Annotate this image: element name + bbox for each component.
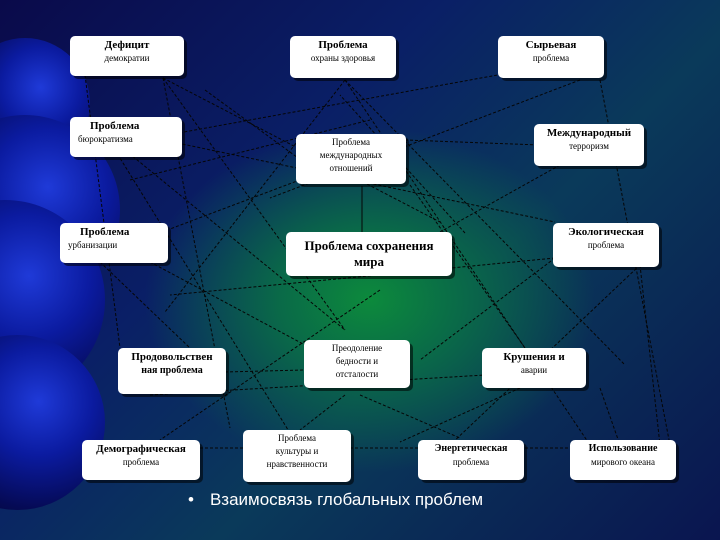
node-title: Проблема <box>278 433 316 443</box>
connector <box>169 177 306 230</box>
connector <box>164 79 346 313</box>
node-subtitle: терроризм <box>569 141 609 151</box>
connector <box>124 149 346 331</box>
node-title: Международный <box>546 127 632 139</box>
node-title: Дефицит <box>104 39 150 51</box>
connector <box>114 149 291 434</box>
caption-text: Взаимосвязь глобальных проблем <box>209 490 484 509</box>
connector <box>439 164 561 233</box>
slide-caption: • Взаимосвязь глобальных проблем <box>188 490 483 510</box>
node-bureaucracy: Проблема бюрократизма <box>70 117 182 157</box>
node-subtitle: отношений <box>329 163 373 173</box>
node-energy: Энергетическая проблема <box>418 440 524 480</box>
connector <box>359 394 461 439</box>
node-subtitle: демократии <box>104 53 150 63</box>
connector <box>84 74 121 349</box>
node-subtitle: проблема <box>532 53 570 63</box>
bullet-icon: • <box>188 490 194 509</box>
node-terrorism: Международный терроризм <box>534 124 644 166</box>
node-poverty: Преодоление бедности и отсталости <box>304 340 410 388</box>
node-health: Проблема охраны здоровья <box>290 36 396 78</box>
connector <box>599 387 621 446</box>
connector <box>169 257 556 296</box>
node-subtitle: проблема <box>452 457 490 467</box>
connector <box>162 77 346 331</box>
node-title: Проблема <box>90 120 140 132</box>
node-title: Проблема <box>80 226 130 238</box>
node-subtitle: отсталости <box>335 369 379 379</box>
connector <box>299 394 346 431</box>
node-international-relations: Проблема международных отношений <box>296 134 406 184</box>
connector <box>399 387 521 443</box>
node-subtitle: международных <box>319 150 383 160</box>
node-subtitle: проблема <box>587 240 625 250</box>
connector <box>419 257 556 361</box>
connector <box>149 261 306 346</box>
node-demography: Демографическая проблема <box>82 440 200 480</box>
node-subtitle: культуры и <box>275 446 319 456</box>
node-subtitle: бедности и <box>335 356 379 366</box>
connector <box>99 261 191 349</box>
node-urbanization: Проблема урбанизации <box>60 223 168 263</box>
node-title: Крушения и <box>503 351 565 363</box>
node-subtitle: нравственности <box>266 459 328 469</box>
node-culture: Проблема культуры и нравственности <box>243 430 351 482</box>
connector <box>339 94 466 234</box>
node-title: Энергетическая <box>434 443 508 454</box>
node-ecology: Экологическая проблема <box>553 223 659 267</box>
connector <box>404 139 541 146</box>
node-democracy-deficit: Дефицит демократии <box>70 36 184 76</box>
node-subtitle: ная проблема <box>141 365 203 376</box>
connector <box>639 264 661 446</box>
node-title: Проблема <box>332 137 370 147</box>
node-title: Проблема сохранения <box>304 238 434 253</box>
node-subtitle: мирового океана <box>591 457 655 467</box>
node-subtitle: проблема <box>122 457 160 467</box>
node-title: Преодоление <box>331 343 383 353</box>
node-title: Сырьевая <box>525 39 577 51</box>
node-title: Проблема <box>318 39 368 51</box>
connector <box>204 89 306 164</box>
connector <box>129 119 371 181</box>
connector <box>224 369 306 373</box>
node-title: Использование <box>588 443 658 454</box>
node-title: Демографическая <box>96 443 186 455</box>
connector <box>159 289 381 441</box>
node-subtitle: аварии <box>520 365 548 375</box>
connector <box>344 79 626 366</box>
node-raw-materials: Сырьевая проблема <box>498 36 604 78</box>
node-subtitle: мира <box>353 254 385 269</box>
node-peace: Проблема сохранения мира <box>286 232 452 276</box>
node-subtitle: бюрократизма <box>78 134 133 144</box>
node-title: Продовольствен <box>131 351 213 363</box>
node-food: Продовольствен ная проблема <box>118 348 226 394</box>
node-subtitle: охраны здоровья <box>310 53 376 63</box>
node-ocean: Использование мирового океана <box>570 440 676 480</box>
node-subtitle: урбанизации <box>68 240 118 250</box>
node-accidents: Крушения и аварии <box>482 348 586 388</box>
node-title: Экологическая <box>568 226 644 238</box>
